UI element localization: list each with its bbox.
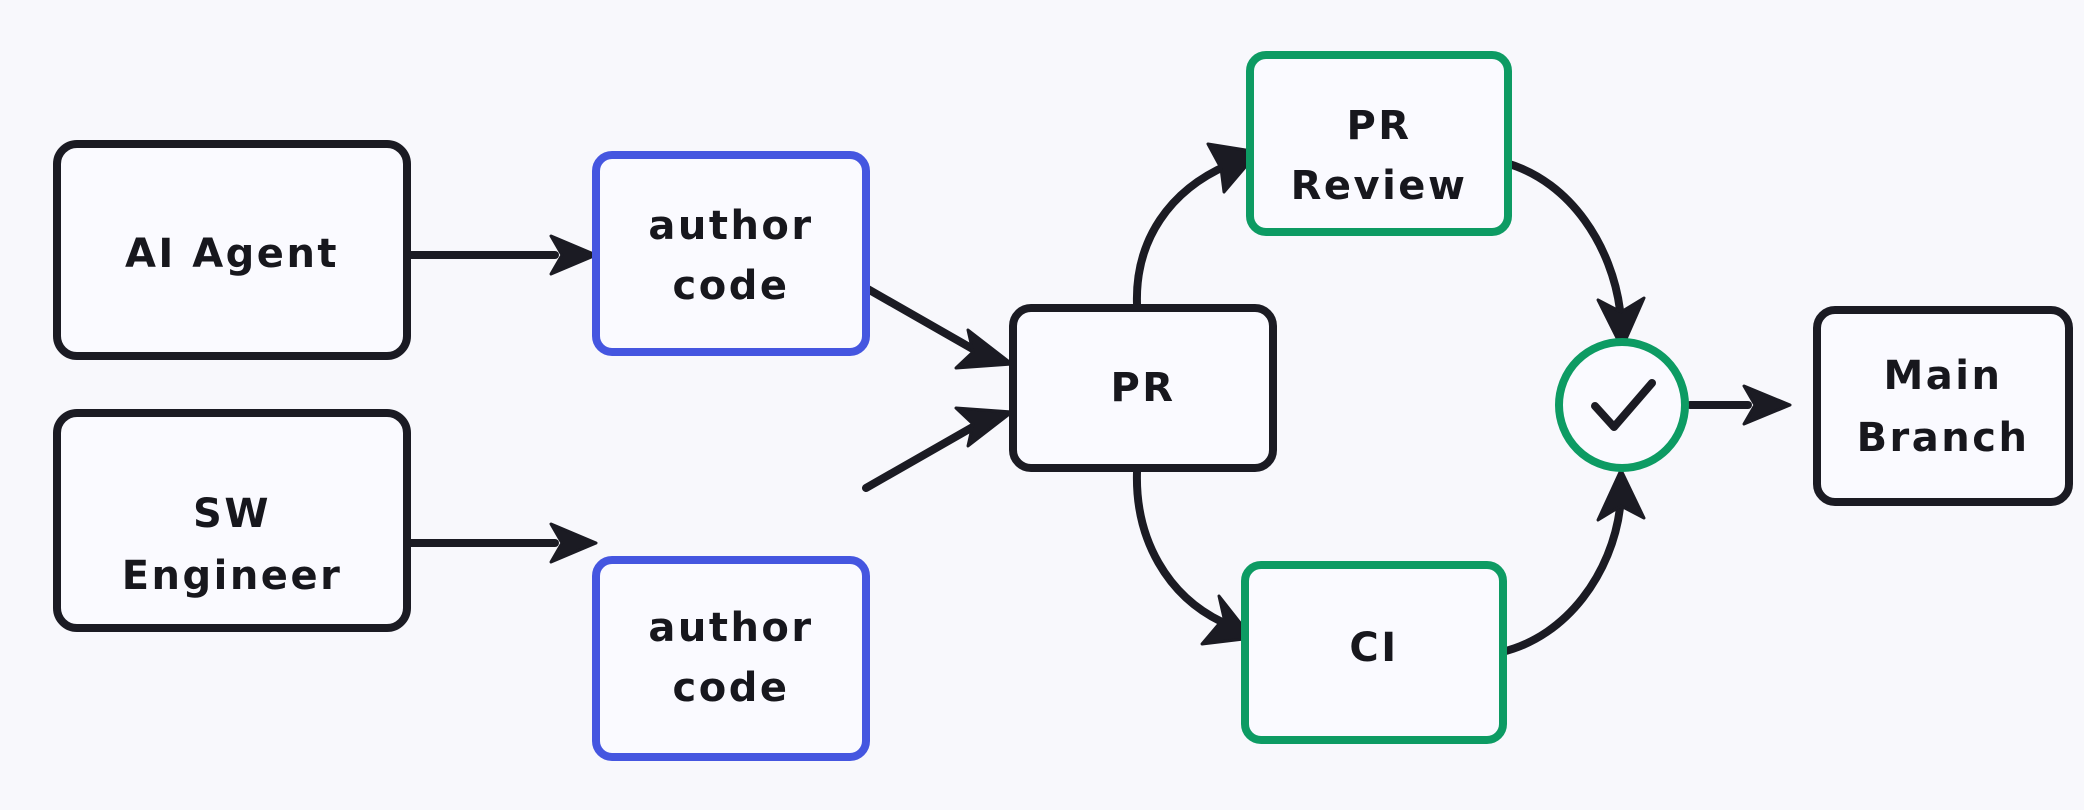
node-sw-engineer-label-line1: SW (193, 491, 271, 537)
edge-ai-agent-to-author-code (406, 234, 598, 276)
node-ai-agent-label: AI Agent (125, 231, 339, 277)
edge-author-code-top-to-pr (862, 284, 1014, 370)
edge-pr-to-ci (1132, 468, 1254, 646)
node-pr-label: PR (1110, 365, 1175, 411)
node-author-code-top[interactable]: author code (592, 151, 870, 356)
node-main-branch-label-line1: Main (1884, 353, 2003, 399)
node-pr-review-label-line1: PR (1346, 103, 1411, 149)
check-icon (1591, 379, 1656, 431)
edge-check-to-main-branch (1686, 384, 1792, 426)
edge-ci-to-check (1498, 468, 1646, 656)
node-pr[interactable]: PR (1009, 304, 1277, 472)
node-author-code-bottom[interactable]: author code (592, 556, 870, 761)
edge-author-code-bottom-to-pr (862, 406, 1014, 492)
node-sw-engineer-label-line2: Engineer (122, 553, 343, 599)
check-gate-circle (1555, 338, 1689, 472)
node-main-branch[interactable]: Main Branch (1813, 306, 2073, 506)
node-author-code-bottom-label-line2: code (673, 665, 790, 711)
node-author-code-top-label-line2: code (673, 263, 790, 309)
edge-pr-to-pr-review (1132, 142, 1260, 308)
node-pr-review[interactable]: PR Review (1246, 51, 1512, 236)
node-check-gate[interactable] (1555, 338, 1689, 472)
node-ai-agent[interactable]: AI Agent (53, 140, 411, 360)
node-ci-label: CI (1349, 625, 1398, 671)
node-main-branch-label-line2: Branch (1857, 415, 2030, 461)
node-author-code-bottom-label-line1: author (648, 605, 813, 651)
node-author-code-top-label-line1: author (648, 203, 813, 249)
node-ci[interactable]: CI (1241, 561, 1507, 744)
node-pr-review-label-line2: Review (1291, 163, 1468, 209)
edge-pr-review-to-check (1502, 159, 1646, 350)
edge-sw-engineer-to-author-code (406, 522, 598, 564)
node-sw-engineer[interactable]: SW Engineer (53, 409, 411, 632)
